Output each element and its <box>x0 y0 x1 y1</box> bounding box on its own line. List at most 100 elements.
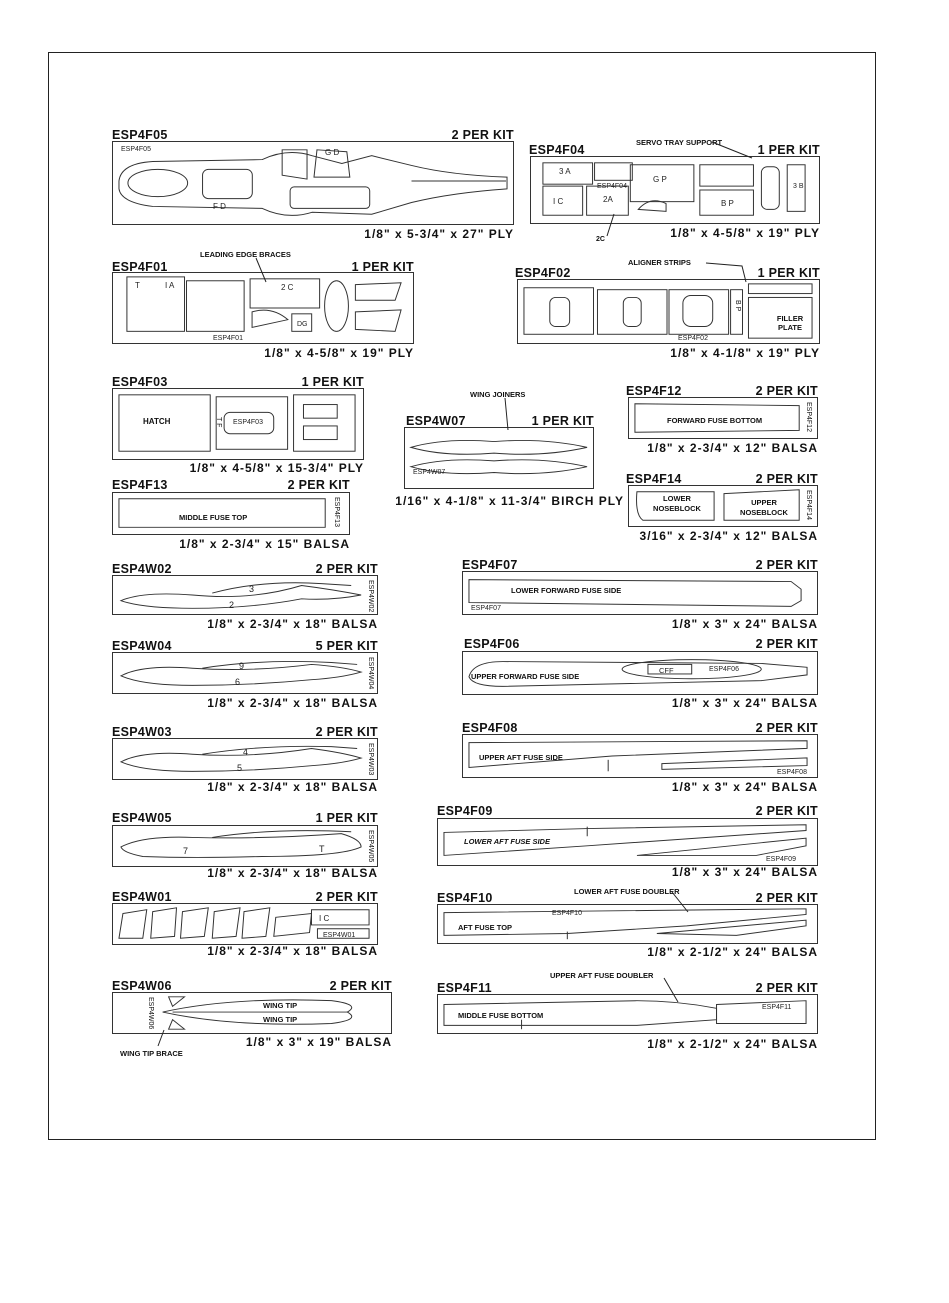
part-label: CFF <box>659 666 674 675</box>
callout-servo-tray-support: SERVO TRAY SUPPORT <box>636 138 723 147</box>
part-outline <box>119 660 363 686</box>
sheet-qty: 2 PER KIT <box>755 721 818 735</box>
sheet-code: ESP4W07 <box>406 414 466 428</box>
sheet-dimensions: 1/8" x 2-3/4" x 18" BALSA <box>207 696 378 710</box>
sheet-qty: 2 PER KIT <box>755 637 818 651</box>
part-label: I C <box>553 197 564 206</box>
sheet-dimensions: 1/8" x 2-3/4" x 18" BALSA <box>207 780 378 794</box>
sheet-dimensions: 1/8" x 2-1/2" x 24" BALSA <box>647 945 818 959</box>
sheet-dimensions: 1/8" x 2-3/4" x 18" BALSA <box>207 866 378 880</box>
part-label-hatch: HATCH <box>143 417 171 426</box>
sheet-code: ESP4W02 <box>112 562 172 576</box>
sheet-qty: 1 PER KIT <box>315 811 378 825</box>
part-outline <box>443 908 807 940</box>
part-label: 3 <box>249 584 255 594</box>
part-label: 2A <box>603 195 613 204</box>
part-outline <box>468 579 802 607</box>
sheet-code: ESP4W06 <box>112 979 172 993</box>
sheet-tag: ESP4W04 <box>367 657 374 690</box>
sheet-dimensions: 1/16" x 4-1/8" x 11-3/4" BIRCH PLY <box>395 494 624 508</box>
page-frame <box>48 52 876 1140</box>
sheet-tag: ESP4F11 <box>762 1004 792 1011</box>
sheet-dimensions: 1/8" x 2-3/4" x 18" BALSA <box>207 944 378 958</box>
sheet-code: ESP4F13 <box>112 478 168 492</box>
part-label: 3 A <box>559 167 571 176</box>
part-label-filler-plate: FILLER PLATE <box>776 314 804 332</box>
sheet-qty: 2 PER KIT <box>755 981 818 995</box>
sheet-dimensions: 1/8" x 3" x 24" BALSA <box>671 780 818 794</box>
part-label: DG <box>297 321 308 328</box>
sheet-board: LOWER NOSEBLOCK UPPER NOSEBLOCK ESP4F14 <box>628 485 818 527</box>
part-outline <box>443 824 807 856</box>
part-outline <box>120 830 362 858</box>
sheet-tag: ESP4F05 <box>121 146 151 153</box>
callout-wing-tip-brace: WING TIP BRACE <box>120 1049 183 1058</box>
sheet-qty: 1 PER KIT <box>301 375 364 389</box>
sheet-board: I C ESP4W01 <box>112 903 378 945</box>
sheet-board: FORWARD FUSE BOTTOM ESP4F12 <box>628 397 818 439</box>
sheet-qty: 2 PER KIT <box>755 891 818 905</box>
part-label: LOWER FORWARD FUSE SIDE <box>511 586 622 595</box>
part-outline <box>118 149 508 216</box>
sheet-code: ESP4F11 <box>437 981 492 995</box>
part-label: B P <box>734 300 741 312</box>
part-outline <box>523 283 813 339</box>
part-outline <box>126 276 402 332</box>
part-outline <box>634 403 800 433</box>
part-label: 7 <box>183 846 189 856</box>
sheet-board: WING TIP WING TIP ESP4W06 <box>112 992 392 1034</box>
sheet-board: HATCH ESP4F03 T F <box>112 388 364 460</box>
sheet-tag: ESP4F12 <box>805 402 812 432</box>
sheet-tag: ESP4F08 <box>777 769 807 776</box>
sheet-tag: ESP4F13 <box>333 497 340 527</box>
sheet-code: ESP4F08 <box>462 721 518 735</box>
sheet-code: ESP4F05 <box>112 128 168 142</box>
sheet-tag: ESP4F02 <box>678 335 708 342</box>
sheet-board: 3 2 ESP4W02 <box>112 575 378 615</box>
sheet-dimensions: 1/8" x 3" x 19" BALSA <box>245 1035 392 1049</box>
sheet-board: 7 T ESP4W05 <box>112 825 378 867</box>
sheet-tag: ESP4F09 <box>766 856 796 863</box>
part-outline <box>119 582 362 609</box>
sheet-tag: ESP4F01 <box>213 335 243 342</box>
sheet-code: ESP4F07 <box>462 558 518 572</box>
part-label: UPPER AFT FUSE SIDE <box>479 753 563 762</box>
part-label: G P <box>653 175 667 184</box>
sheet-qty: 1 PER KIT <box>351 260 414 274</box>
sheet-board: FILLER PLATE ESP4F02 B P <box>517 279 820 344</box>
sheet-dimensions: 1/8" x 2-3/4" x 18" BALSA <box>207 617 378 631</box>
sheet-qty: 2 PER KIT <box>287 478 350 492</box>
sheet-dimensions: 3/16" x 2-3/4" x 12" BALSA <box>639 529 818 543</box>
part-outline <box>118 394 356 452</box>
part-label: I C <box>319 914 330 923</box>
part-label: T <box>135 281 140 290</box>
sheet-qty: 2 PER KIT <box>755 804 818 818</box>
part-label: WING TIP <box>263 1015 298 1024</box>
sheet-code: ESP4F04 <box>529 143 585 157</box>
sheet-dimensions: 1/8" x 3" x 24" BALSA <box>671 865 818 879</box>
callout-2c: 2C <box>596 236 605 243</box>
callout-lower-aft-fuse-doubler: LOWER AFT FUSE DOUBLER <box>574 887 680 896</box>
sheet-code: ESP4F01 <box>112 260 168 274</box>
part-label: T <box>319 844 325 854</box>
sheet-board: MIDDLE FUSE BOTTOM ESP4F11 <box>437 994 818 1034</box>
sheet-tag: ESP4F03 <box>233 419 263 426</box>
part-outline <box>162 996 353 1030</box>
sheet-dimensions: 1/8" x 2-3/4" x 12" BALSA <box>647 441 818 455</box>
sheet-dimensions: 1/8" x 4-1/8" x 19" PLY <box>670 346 820 360</box>
sheet-code: ESP4F14 <box>626 472 682 486</box>
sheet-tag: ESP4F04 <box>597 183 627 190</box>
part-outline <box>542 162 806 216</box>
part-label: WING TIP <box>263 1001 298 1010</box>
part-label: 2 C <box>281 283 294 292</box>
sheet-code: ESP4F10 <box>437 891 493 905</box>
callout-aligner-strips: ALIGNER STRIPS <box>628 258 691 267</box>
sheet-code: ESP4W01 <box>112 890 172 904</box>
sheet-qty: 2 PER KIT <box>755 472 818 486</box>
sheet-code: ESP4F09 <box>437 804 493 818</box>
sheet-dimensions: 1/8" x 2-1/2" x 24" BALSA <box>647 1037 818 1051</box>
part-label: 9 <box>239 661 245 671</box>
sheet-board: 9 6 ESP4W04 <box>112 652 378 694</box>
sheet-code: ESP4W04 <box>112 639 172 653</box>
sheet-qty: 1 PER KIT <box>757 143 820 157</box>
